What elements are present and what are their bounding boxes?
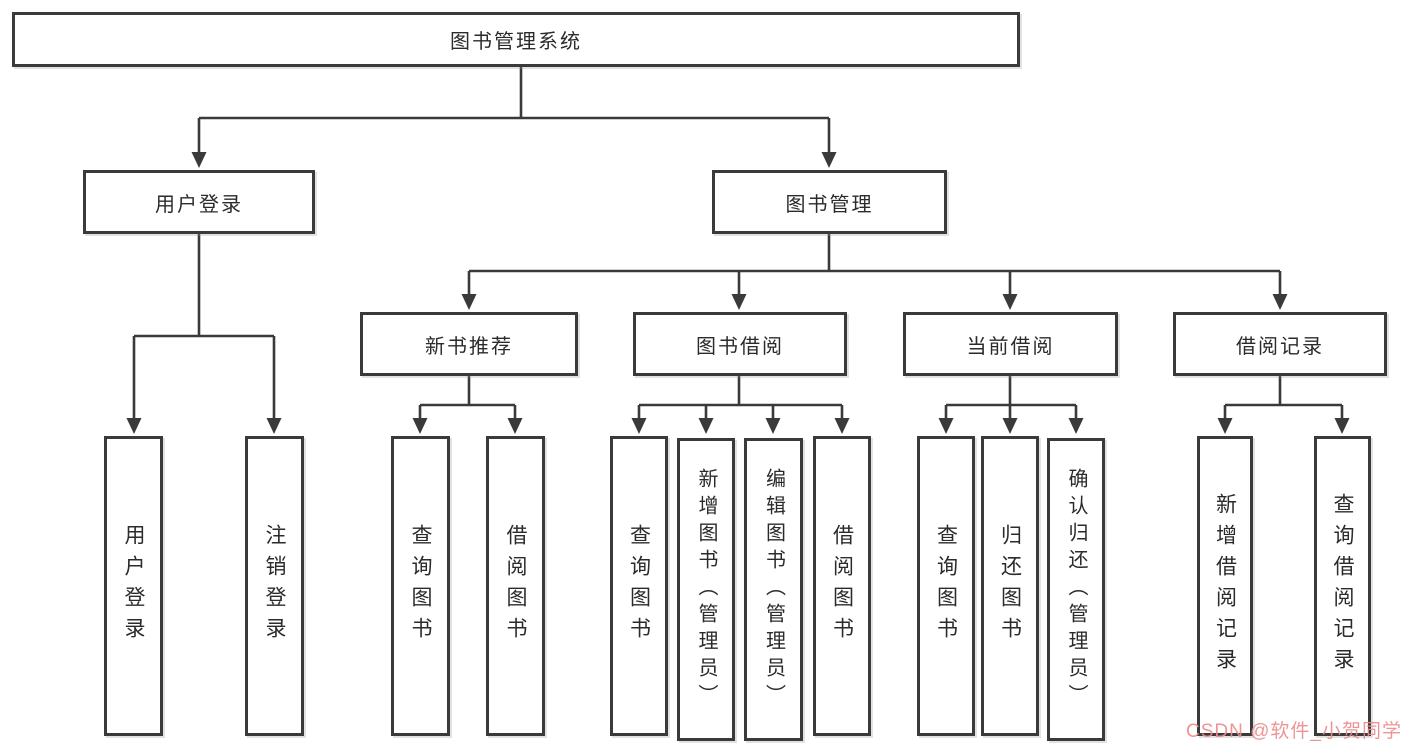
- leaf-edit-book-admin: 编辑图书（管理员）: [744, 438, 803, 741]
- leaf-borrow-books-2: 借阅图书: [813, 436, 871, 736]
- leaf-query-books-3-label: 查询图书: [934, 524, 958, 648]
- leaf-logout: 注销登录: [245, 436, 304, 736]
- leaf-confirm-return-admin: 确认归还（管理员）: [1047, 438, 1105, 741]
- leaf-edit-book-admin-label: 编辑图书（管理员）: [762, 468, 785, 711]
- leaf-query-books-2: 查询图书: [610, 436, 668, 736]
- leaf-return-book-label: 归还图书: [998, 524, 1022, 648]
- leaf-return-book: 归还图书: [981, 436, 1039, 736]
- node-user-login-label: 用户登录: [155, 193, 243, 216]
- leaf-add-borrow-record: 新增借阅记录: [1197, 436, 1253, 736]
- node-root-label: 图书管理系统: [450, 31, 582, 53]
- leaf-query-books-2-label: 查询图书: [627, 524, 651, 648]
- node-book-borrowing-label: 图书借阅: [696, 335, 784, 358]
- leaf-borrow-books-2-label: 借阅图书: [830, 524, 854, 648]
- leaf-add-borrow-record-label: 新增借阅记录: [1213, 493, 1237, 679]
- csdn-watermark: CSDN @软件_小贺同学: [1186, 721, 1402, 742]
- node-user-login: 用户登录: [83, 170, 315, 234]
- node-borrowing-records-label: 借阅记录: [1236, 335, 1324, 358]
- leaf-query-borrow-record: 查询借阅记录: [1314, 436, 1371, 736]
- leaf-add-book-admin-label: 新增图书（管理员）: [695, 468, 717, 711]
- node-book-management: 图书管理: [712, 170, 947, 234]
- node-current-borrowing: 当前借阅: [903, 312, 1118, 376]
- leaf-query-books-1-label: 查询图书: [409, 524, 432, 648]
- leaf-borrow-books-1: 借阅图书: [486, 436, 545, 736]
- node-root: 图书管理系统: [12, 12, 1020, 67]
- node-new-book-recommendation: 新书推荐: [360, 312, 578, 376]
- node-borrowing-records: 借阅记录: [1173, 312, 1387, 376]
- node-current-borrowing-label: 当前借阅: [966, 335, 1055, 358]
- leaf-query-books-3: 查询图书: [917, 436, 975, 736]
- leaf-borrow-books-1-label: 借阅图书: [504, 524, 527, 648]
- leaf-logout-label: 注销登录: [263, 524, 286, 648]
- leaf-confirm-return-admin-label: 确认归还（管理员）: [1065, 468, 1087, 711]
- leaf-query-books-1: 查询图书: [391, 436, 450, 736]
- node-book-borrowing: 图书借阅: [633, 312, 847, 376]
- node-new-book-recommendation-label: 新书推荐: [425, 335, 513, 358]
- leaf-user-login-label: 用户登录: [122, 524, 145, 648]
- leaf-user-login: 用户登录: [104, 436, 163, 736]
- node-book-management-label: 图书管理: [785, 193, 874, 216]
- leaf-query-borrow-record-label: 查询借阅记录: [1331, 493, 1354, 679]
- leaf-add-book-admin: 新增图书（管理员）: [677, 438, 735, 741]
